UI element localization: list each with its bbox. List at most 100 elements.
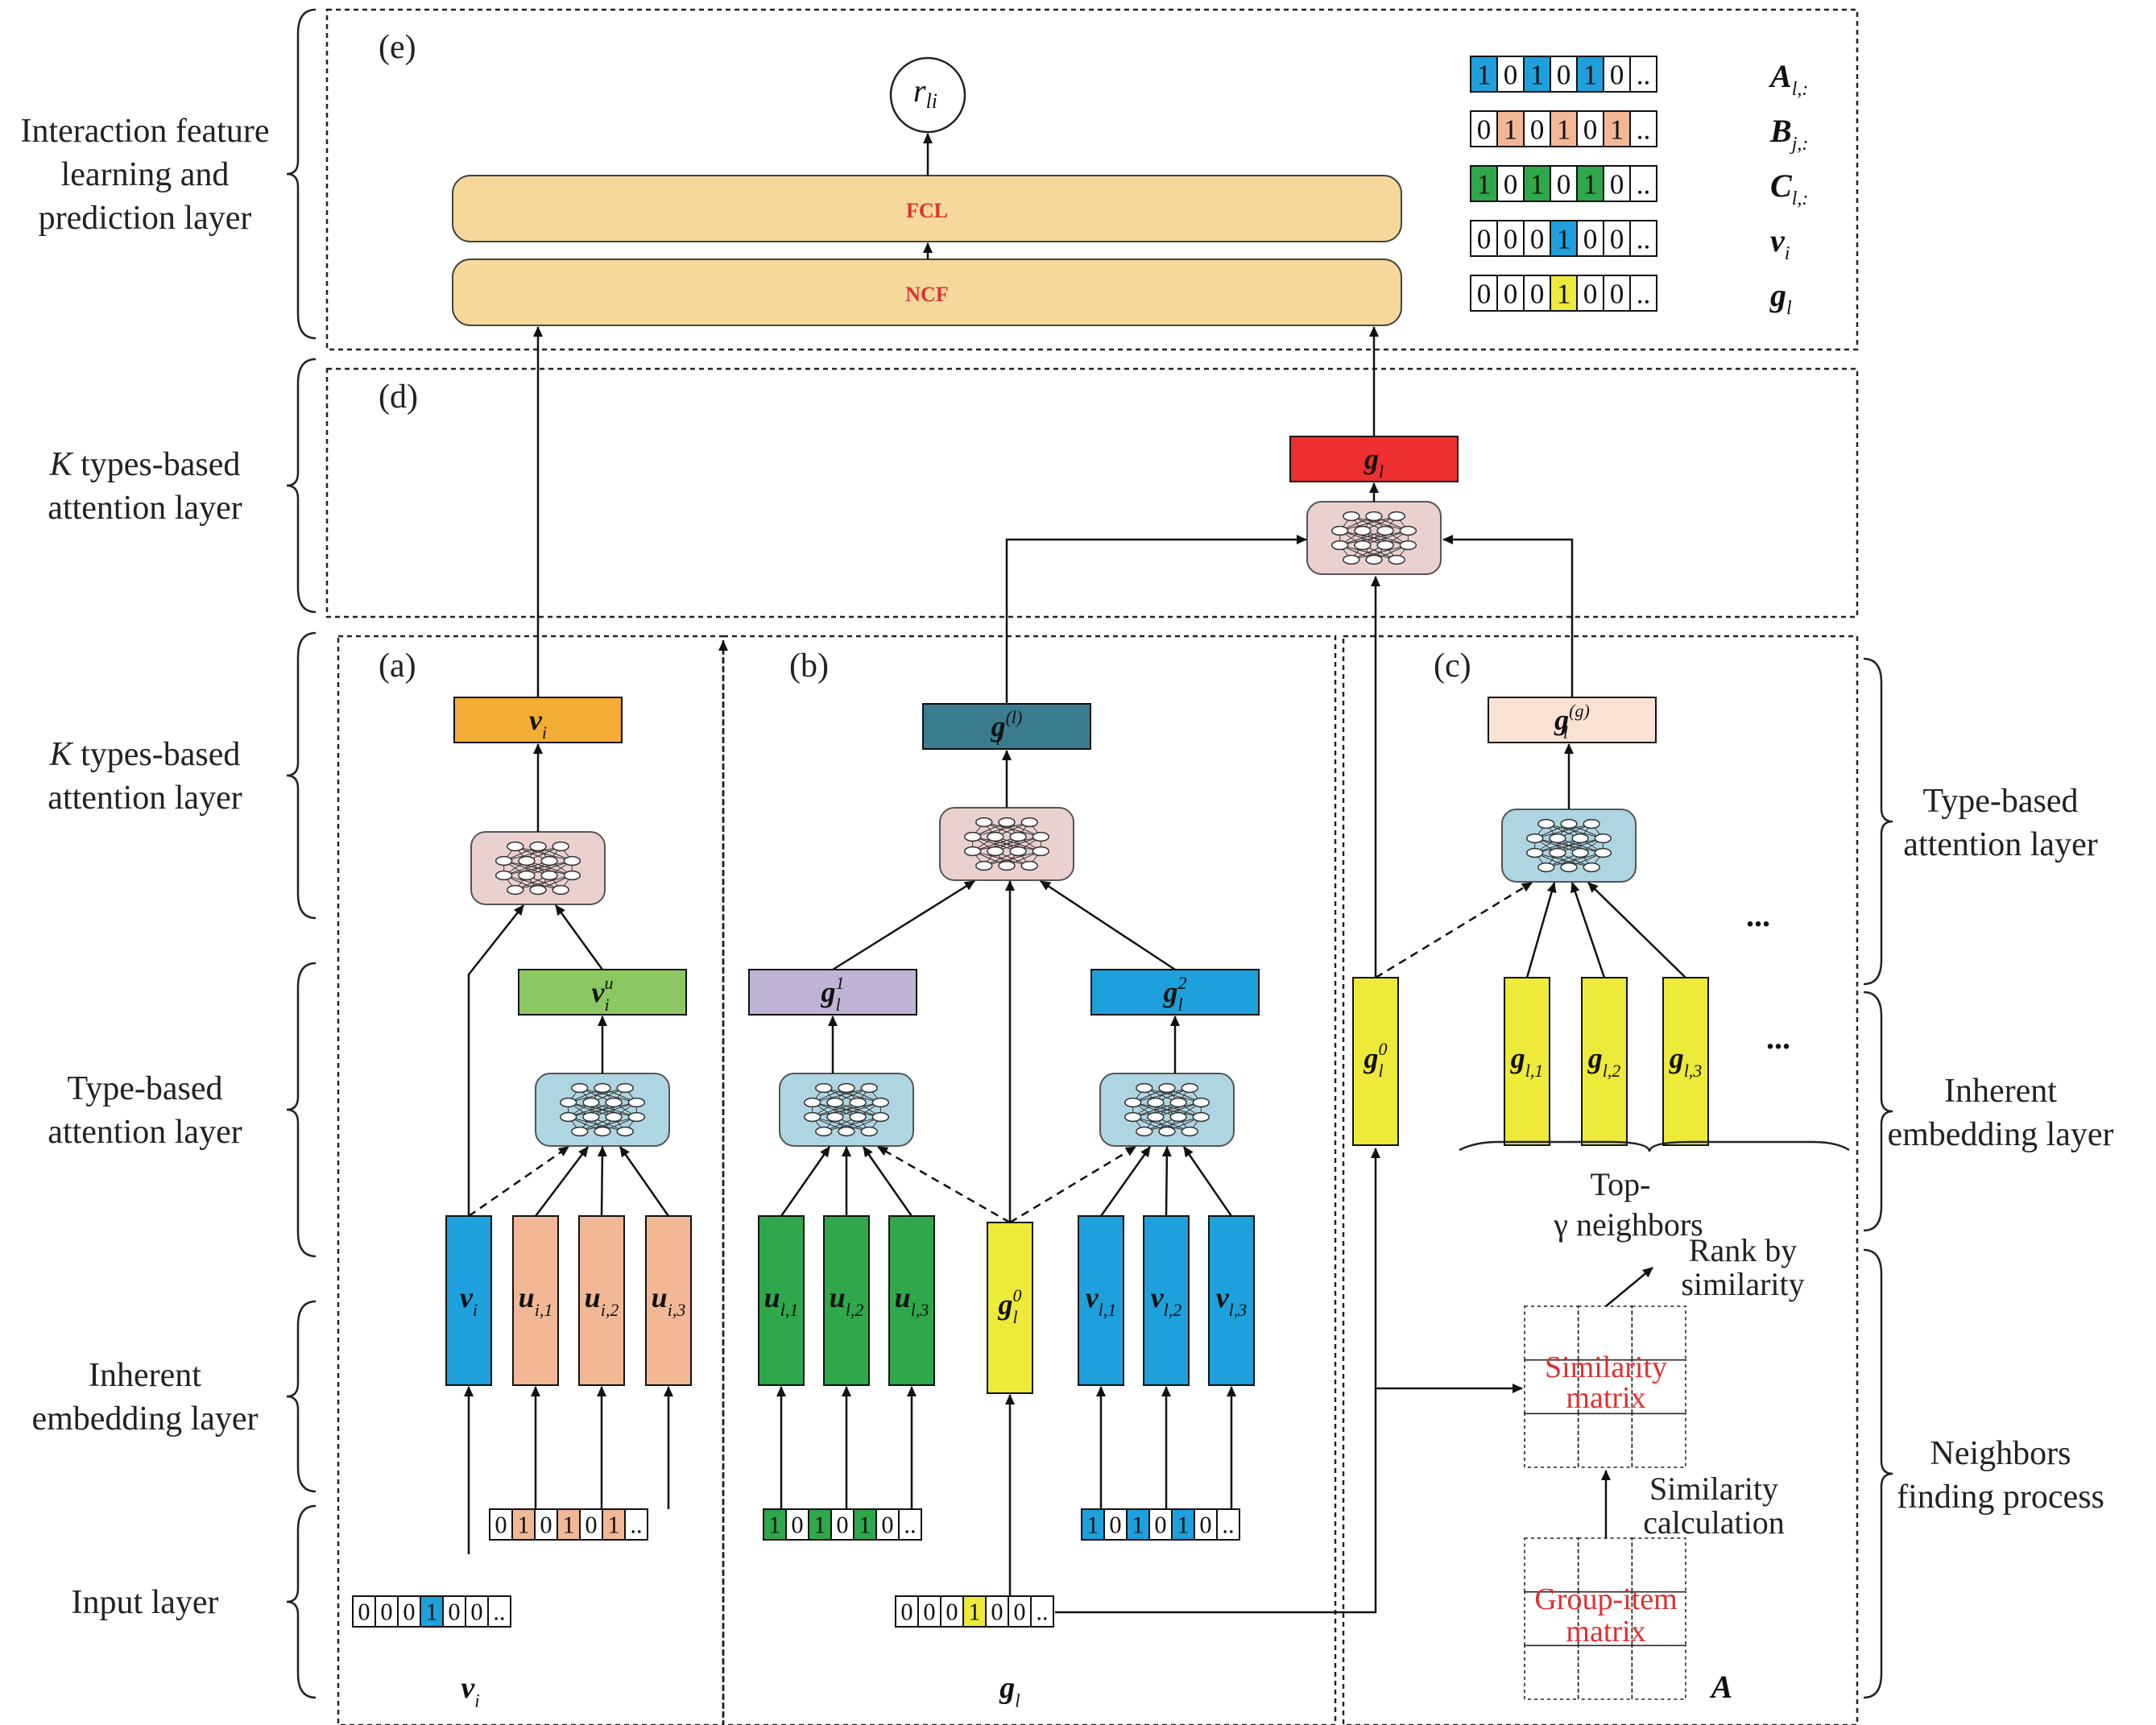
legend-row-0-cell	[1550, 56, 1578, 93]
net-a-k-node	[552, 841, 569, 852]
net-b-type1-node	[826, 1111, 844, 1123]
legend-label-1: Bj,:	[1769, 113, 1808, 155]
net-c-type-node	[1549, 847, 1566, 858]
emb-vl2-label: vl,2	[1151, 1281, 1182, 1320]
net-a-k-node	[518, 870, 536, 881]
input-b-row-cell-text: 1	[607, 1512, 619, 1539]
net-b-type2-node	[1124, 1111, 1142, 1123]
net-b-type1	[779, 1073, 914, 1147]
legend-label-0: Al,:	[1768, 58, 1808, 100]
net-b-type1-edge	[823, 1116, 881, 1132]
input-gl-cell-text: 0	[900, 1599, 912, 1626]
emb-gl3-label-text: gl,3	[1669, 1042, 1703, 1081]
net-d-k-node	[1376, 525, 1394, 536]
emb-ul2	[823, 1215, 870, 1386]
emb-vl1-label-text: vl,1	[1086, 1281, 1117, 1320]
right-brace-1	[1863, 991, 1893, 1232]
legend-row-1-cell	[1523, 110, 1551, 147]
emb-vl3	[1208, 1215, 1255, 1386]
group-item-matrix-cell	[1524, 1644, 1579, 1700]
input-c-row-cell	[785, 1508, 809, 1541]
emb-gl-final	[1289, 436, 1459, 482]
net-b-k-edge	[972, 836, 1041, 852]
similarity-matrix-label: Similarity	[1545, 1351, 1667, 1384]
net-c-type-node	[1537, 818, 1555, 829]
emb-gl1	[1504, 977, 1550, 1146]
input-gl-cell-text: 0	[991, 1599, 1003, 1626]
group-item-matrix-cell	[1631, 1537, 1686, 1593]
emb-vi-label: vi	[460, 1281, 478, 1320]
legend-row-1-cell-text: 1	[1557, 114, 1571, 145]
emb-g0-c	[1352, 977, 1399, 1146]
legend-row-1-cell	[1576, 110, 1604, 147]
sim-calc-label: Similarity	[1649, 1471, 1778, 1507]
emb-ui1-label-text: ui,1	[519, 1281, 553, 1320]
net-b-type2-node	[1169, 1097, 1187, 1108]
legend-row-2-cell-text: 0	[1610, 168, 1624, 200]
net-a-type-node	[616, 1126, 634, 1137]
left-brace-5	[286, 1504, 317, 1699]
emb-g1	[748, 969, 917, 1016]
fcl-label: FCL	[906, 199, 948, 222]
legend-row-3-cell	[1550, 220, 1578, 257]
net-c-type-node	[1560, 862, 1578, 873]
net-c-type-node	[1560, 818, 1578, 829]
net-a-k-edge	[503, 846, 561, 862]
input-c-row-cell-text: 0	[791, 1512, 803, 1539]
net-a-type-edge	[568, 1102, 637, 1118]
arrow-vl2-netb2	[1161, 1146, 1172, 1217]
emb-g2	[1090, 969, 1260, 1016]
emb-gl-l-label: g(l)l	[991, 707, 1023, 749]
net-b-k-node	[975, 860, 993, 871]
net-a-k-edge	[503, 860, 573, 876]
net-b-k-edge	[972, 821, 1030, 838]
emb-vi-top-label-text: vi	[529, 704, 547, 743]
legend-label-3: vi	[1770, 222, 1790, 264]
net-d-k-node	[1376, 540, 1394, 551]
net-c-type-node	[1537, 862, 1555, 873]
group-item-label: Group-item	[1534, 1582, 1677, 1616]
input-vi-cell-text: 1	[425, 1599, 437, 1626]
legend-row-4-cell-text: 0	[1477, 278, 1492, 309]
input-vi-cell	[397, 1595, 421, 1628]
net-c-type	[1501, 809, 1637, 883]
net-d-k-edge	[1339, 530, 1409, 546]
net-b-type1-node	[815, 1082, 833, 1094]
net-a-k-node	[507, 884, 524, 896]
input-b-row-cell-text: ..	[630, 1512, 642, 1539]
arrow-glg-to-netd	[1442, 535, 1574, 697]
emb-ul3-label: ul,3	[895, 1281, 929, 1320]
emb-ui1-label: ui,1	[519, 1281, 553, 1320]
input-gl-cell	[895, 1595, 919, 1628]
sim-calc-label2: calculation	[1643, 1504, 1784, 1541]
net-b-k-edge	[983, 850, 1041, 867]
legend-row-0-cell-text: 0	[1557, 59, 1571, 90]
legend-row-1-cell-text: 1	[1610, 114, 1624, 145]
arrow-gl-input-to-g0c	[1055, 1148, 1380, 1614]
input-a-row-cell-text: 1	[1177, 1512, 1189, 1539]
input-c-row-cell-text: 1	[813, 1512, 826, 1539]
legend-row-4-cell	[1629, 275, 1657, 312]
net-a-type-edge	[568, 1087, 626, 1103]
emb-gl-g-label: g(g)l	[1554, 701, 1590, 743]
emb-gl3-label: gl,3	[1669, 1042, 1703, 1081]
ncf-label: NCF	[905, 283, 948, 306]
legend-label-2: Cl,:	[1770, 168, 1808, 209]
input-gl-cell	[1030, 1595, 1054, 1628]
input-gl-cell	[985, 1595, 1009, 1628]
arrow-sim-to-rank	[1605, 1267, 1653, 1307]
net-c-type-node	[1583, 862, 1600, 873]
net-a-type-node	[571, 1082, 589, 1094]
input-vi-cell	[487, 1595, 511, 1628]
net-d-k-node	[1388, 554, 1405, 565]
emb-vl3-label-text: vl,3	[1216, 1281, 1248, 1320]
